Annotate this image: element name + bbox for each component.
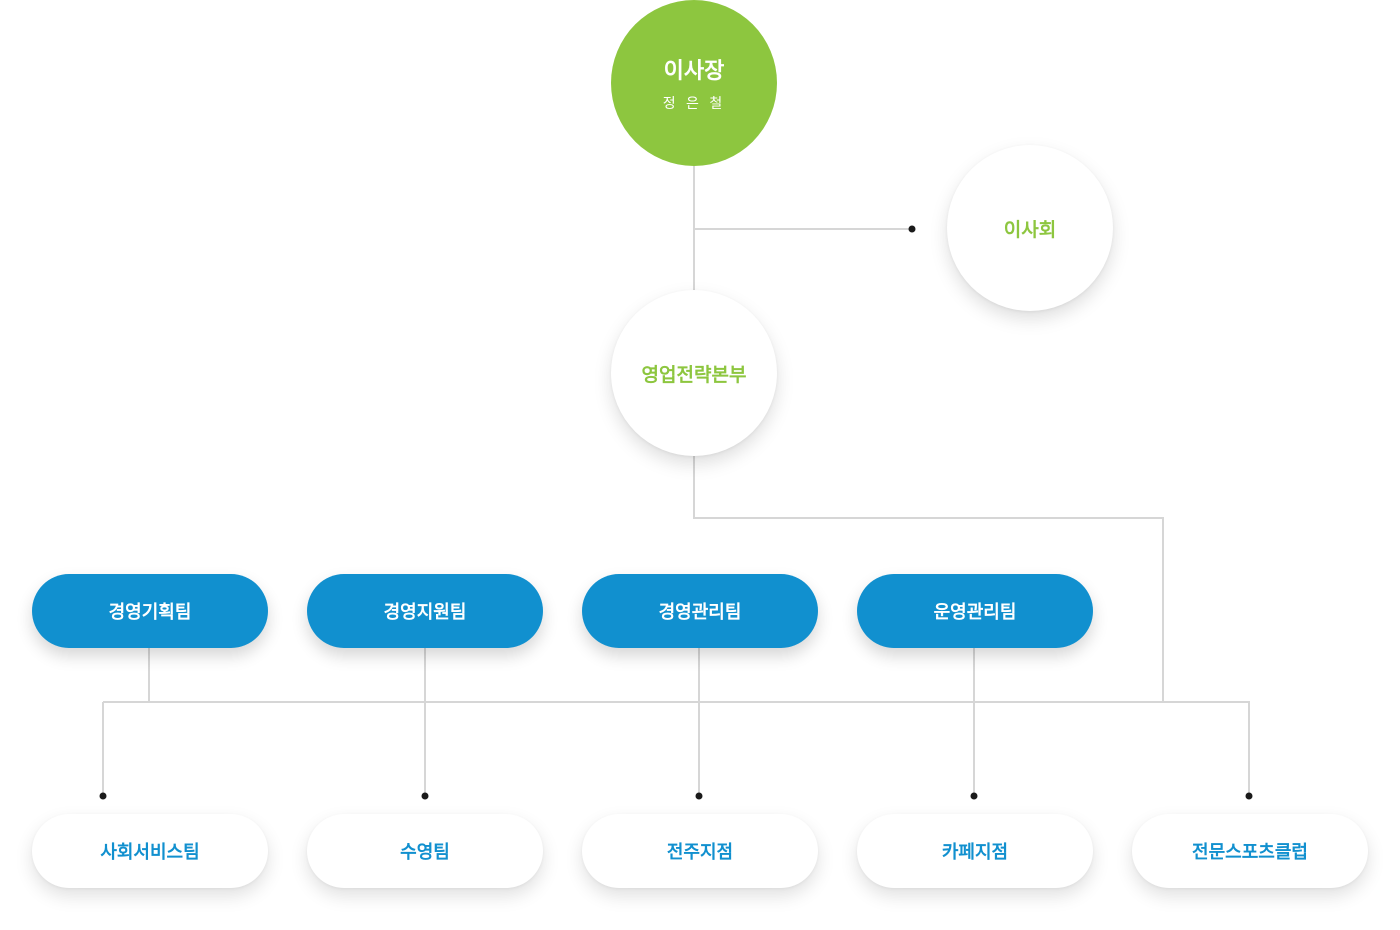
connector-dot-unit-3 xyxy=(695,792,703,800)
chairman-node: 이사장 정 은 철 xyxy=(611,0,777,166)
team-label: 운영관리팀 xyxy=(933,602,1017,623)
connector-dot-unit-4 xyxy=(970,792,978,800)
unit-label: 수영팀 xyxy=(400,842,450,863)
connector-dot-unit-5 xyxy=(1245,792,1253,800)
unit-node-sports-club: 전문스포츠클럽 xyxy=(1132,814,1368,888)
connector-dot-board xyxy=(908,225,916,233)
unit-label: 전문스포츠클럽 xyxy=(1192,842,1308,863)
chairman-name: 정 은 철 xyxy=(662,96,726,112)
connector-dot-unit-1 xyxy=(99,792,107,800)
board-node: 이사회 xyxy=(947,145,1113,311)
unit-node-cafe-branch: 카페지점 xyxy=(857,814,1093,888)
connector-division-branch xyxy=(693,456,1164,702)
division-node: 영업전략본부 xyxy=(611,290,777,456)
division-label: 영업전략본부 xyxy=(641,363,747,386)
unit-node-social-service: 사회서비스팀 xyxy=(32,814,268,888)
team-label: 경영관리팀 xyxy=(658,602,742,623)
unit-label: 전주지점 xyxy=(666,842,734,863)
team-node-support: 경영지원팀 xyxy=(307,574,543,648)
unit-node-swimming: 수영팀 xyxy=(307,814,543,888)
unit-label: 카페지점 xyxy=(941,842,1009,863)
connector-dot-unit-2 xyxy=(421,792,429,800)
team-node-operations: 운영관리팀 xyxy=(857,574,1093,648)
team-label: 경영기획팀 xyxy=(108,602,192,623)
team-node-management: 경영관리팀 xyxy=(582,574,818,648)
board-label: 이사회 xyxy=(1003,218,1057,241)
unit-node-jeonju-branch: 전주지점 xyxy=(582,814,818,888)
unit-label: 사회서비스팀 xyxy=(100,842,200,863)
chairman-title: 이사장 xyxy=(663,59,725,84)
team-label: 경영지원팀 xyxy=(383,602,467,623)
team-node-planning: 경영기획팀 xyxy=(32,574,268,648)
